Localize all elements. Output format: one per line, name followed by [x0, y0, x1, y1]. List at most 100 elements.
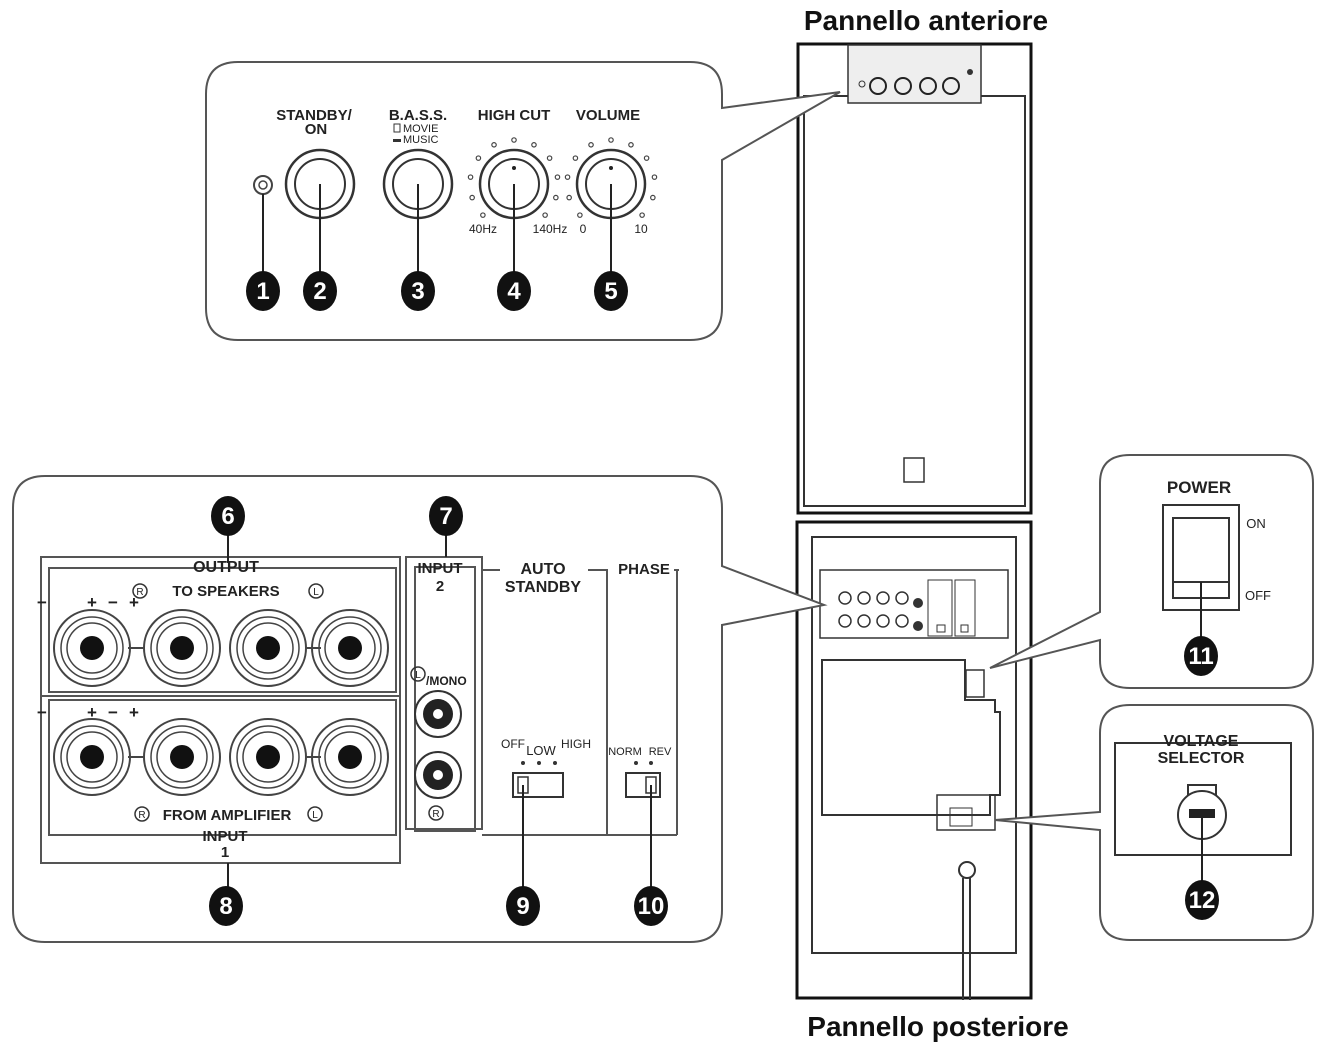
plus-mark-output-1: + — [87, 593, 97, 612]
mini-terminal — [838, 614, 852, 628]
scale-dot — [566, 194, 572, 201]
callout-number: 1 — [256, 278, 269, 305]
callout-number: 8 — [219, 893, 232, 920]
norm-label: NORM — [608, 746, 642, 758]
standby-on-label: STANDBY/ON — [276, 107, 352, 138]
scale-dot — [608, 137, 614, 143]
phase-switch[interactable] — [625, 761, 661, 798]
scale-dot — [511, 137, 517, 143]
rear-cabinet — [795, 520, 1033, 1000]
volume-min-label: 0 — [580, 222, 587, 236]
scale-dot — [572, 155, 579, 161]
scale-dot — [546, 155, 553, 161]
callout-9: 9 — [506, 886, 540, 926]
mini-terminal — [857, 591, 871, 605]
scale-dot — [650, 194, 656, 201]
callout-12: 12 — [1185, 880, 1219, 920]
scale-dot — [467, 174, 474, 180]
power-on-label: ON — [1246, 516, 1266, 531]
scale-dot — [588, 141, 594, 148]
callout-number: 7 — [439, 503, 452, 530]
callout-number: 2 — [313, 278, 326, 305]
title-front: Pannello anteriore — [804, 5, 1048, 36]
mini-terminal — [857, 614, 871, 628]
callout-8: 8 — [209, 886, 243, 926]
speaker-terminal[interactable] — [229, 609, 307, 687]
scale-dot — [475, 155, 482, 161]
callout-5: 5 — [594, 271, 628, 311]
speaker-terminal[interactable] — [143, 609, 221, 687]
scale-dot — [480, 212, 486, 218]
output-label: OUTPUT — [193, 559, 259, 576]
scale-dot — [651, 174, 658, 180]
mini-terminal — [876, 614, 890, 628]
scale-dot — [491, 141, 497, 148]
scale-dot — [577, 212, 583, 218]
scale-dot — [554, 174, 561, 180]
title-rear: Pannello posteriore — [807, 1011, 1068, 1042]
callout-1: 1 — [246, 271, 280, 311]
off-label: OFF — [501, 737, 525, 751]
speaker-terminal[interactable] — [53, 609, 131, 687]
mini-terminal — [876, 591, 890, 605]
rear-panel-details: OUTPUT TO SPEAKERS R L − + − + − + − + I… — [37, 530, 679, 890]
music-label: MUSIC — [403, 134, 439, 146]
phase-label: PHASE — [618, 561, 670, 578]
scale-dot — [643, 155, 650, 161]
standby-label: STANDBY — [505, 579, 581, 596]
movie-label: MOVIE — [403, 123, 438, 135]
scale-dot — [628, 141, 634, 148]
speaker-terminal[interactable] — [143, 718, 221, 796]
callout-10: 10 — [634, 886, 668, 926]
mini-terminal — [895, 591, 909, 605]
auto-label: AUTO — [520, 561, 565, 578]
logo-badge — [903, 457, 925, 483]
mini-rca — [913, 621, 923, 631]
plus-mark-output-2: + — [129, 593, 139, 612]
to-speakers-label: TO SPEAKERS — [172, 583, 279, 600]
callout-7: 7 — [429, 496, 463, 536]
high-label: HIGH — [561, 737, 591, 751]
callout-3: 3 — [401, 271, 435, 311]
scale-dot — [531, 141, 537, 148]
hz40-label: 40Hz — [469, 222, 497, 236]
mini-terminal — [895, 614, 909, 628]
r-mark-input1: R — [138, 810, 145, 821]
plus-mark-input-1: + — [87, 703, 97, 722]
power-callout: POWER ON OFF — [989, 454, 1314, 689]
callout-number: 9 — [516, 893, 529, 920]
callout-number: 6 — [221, 503, 234, 530]
callout-number: 12 — [1189, 887, 1216, 914]
l-mark-output: L — [313, 587, 319, 598]
auto-standby-switch[interactable] — [512, 761, 564, 798]
front-controls: STANDBY/ON B.A.S.S. MOVIE MUSIC HIGH CUT… — [253, 107, 658, 276]
scale-dot — [564, 174, 571, 180]
volume-max-label: 10 — [634, 222, 648, 236]
callout-number: 3 — [411, 278, 424, 305]
front-callout — [205, 61, 841, 341]
from-amplifier-label: FROM AMPLIFIER — [163, 807, 292, 824]
l-mark-input1: L — [312, 810, 318, 821]
minus-mark-output-2: − — [108, 593, 118, 612]
mini-terminal — [838, 591, 852, 605]
rca-jack-r[interactable] — [414, 751, 462, 799]
callout-4: 4 — [497, 271, 531, 311]
scale-dot — [469, 194, 475, 201]
high-cut-label: HIGH CUT — [478, 107, 551, 124]
mono-label: /MONO — [426, 674, 467, 688]
scale-dot — [639, 212, 645, 218]
callout-6: 6 — [211, 496, 245, 536]
bass-label: B.A.S.S. — [389, 107, 447, 124]
l-mark-mono: L — [415, 670, 421, 681]
scale-dot — [553, 194, 559, 201]
rca-jack-l-mono[interactable] — [414, 690, 462, 738]
power-title: POWER — [1167, 478, 1231, 497]
scale-dot — [542, 212, 548, 218]
hz140-label: 140Hz — [533, 222, 568, 236]
callout-number: 5 — [604, 278, 617, 305]
mini-rca — [913, 598, 923, 608]
callout-number: 11 — [1188, 643, 1213, 670]
